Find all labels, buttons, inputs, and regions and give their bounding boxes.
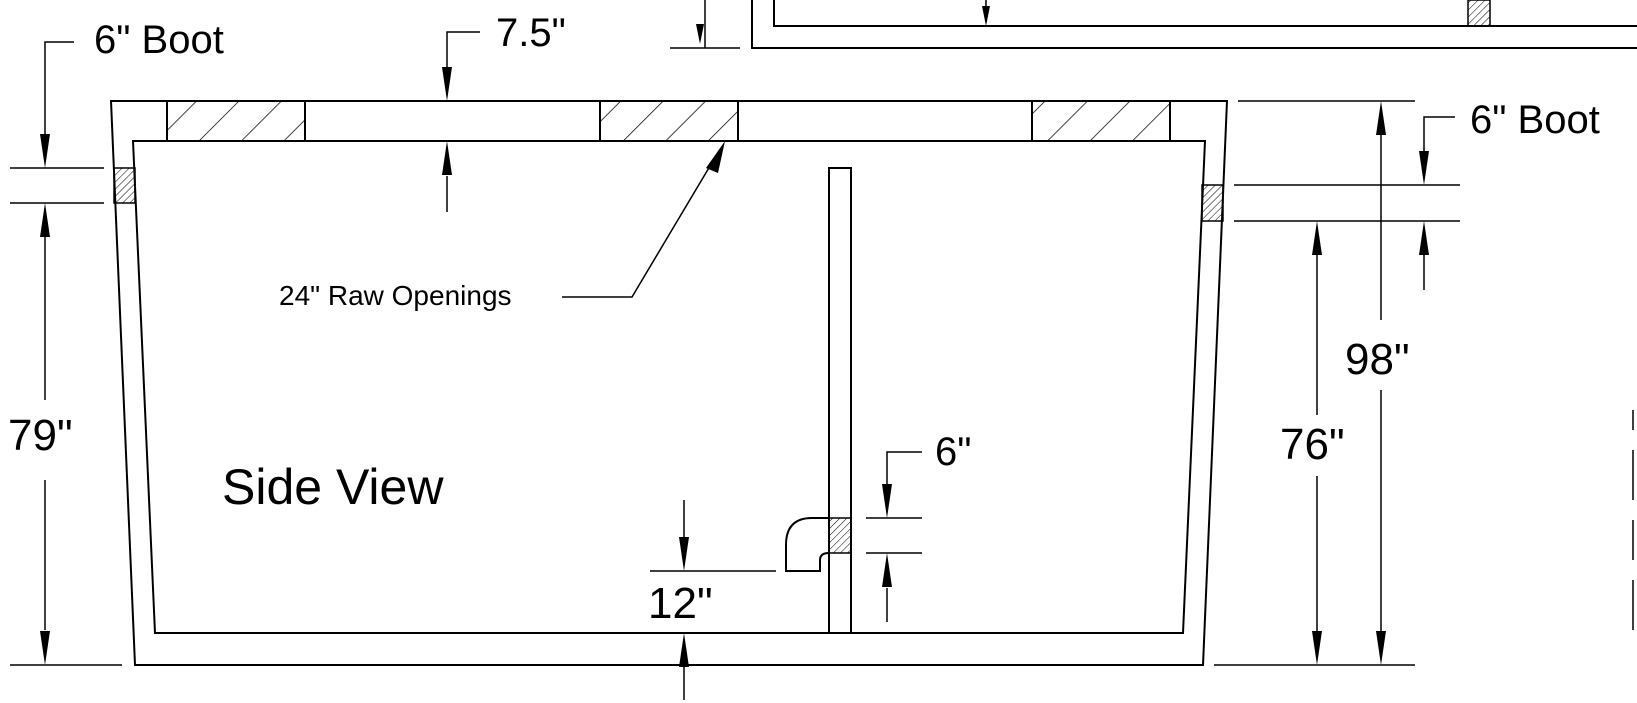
right-boot xyxy=(1201,184,1224,222)
lid-opening-2 xyxy=(599,100,739,142)
top-thickness-label: 7.5" xyxy=(496,11,566,55)
lid-openings xyxy=(166,100,1171,142)
wall-boots xyxy=(113,167,1224,222)
openings-leader xyxy=(562,141,725,298)
top-view-fragment xyxy=(670,0,1637,49)
height-inner-right-label: 76" xyxy=(1280,420,1345,469)
lid-opening-3 xyxy=(1031,100,1171,142)
top-thickness-dimension xyxy=(412,31,850,212)
outlet-dimension xyxy=(650,500,815,700)
outlet-elbow xyxy=(785,517,830,572)
height-left-label: 79" xyxy=(8,411,73,460)
baffle-boot-dimension xyxy=(866,451,922,622)
tank-inner-wall xyxy=(131,140,1207,634)
height-outer-right-label: 98" xyxy=(1345,335,1410,384)
view-label: Side View xyxy=(222,459,444,515)
right-boot-label: 6" Boot xyxy=(1470,98,1600,142)
left-dimensions xyxy=(10,41,122,666)
left-boot xyxy=(113,167,136,204)
right-dimensions xyxy=(1214,100,1460,666)
lid-opening-1 xyxy=(166,100,306,142)
baffle-boot-label: 6" xyxy=(935,430,971,474)
baffle-wall xyxy=(785,167,852,634)
baffle-boot xyxy=(828,517,852,554)
openings-note: 24" Raw Openings xyxy=(279,280,512,311)
left-boot-label: 6" Boot xyxy=(94,18,224,62)
outlet-height-label: 12" xyxy=(648,579,713,628)
tank-outer-wall xyxy=(109,100,1229,666)
